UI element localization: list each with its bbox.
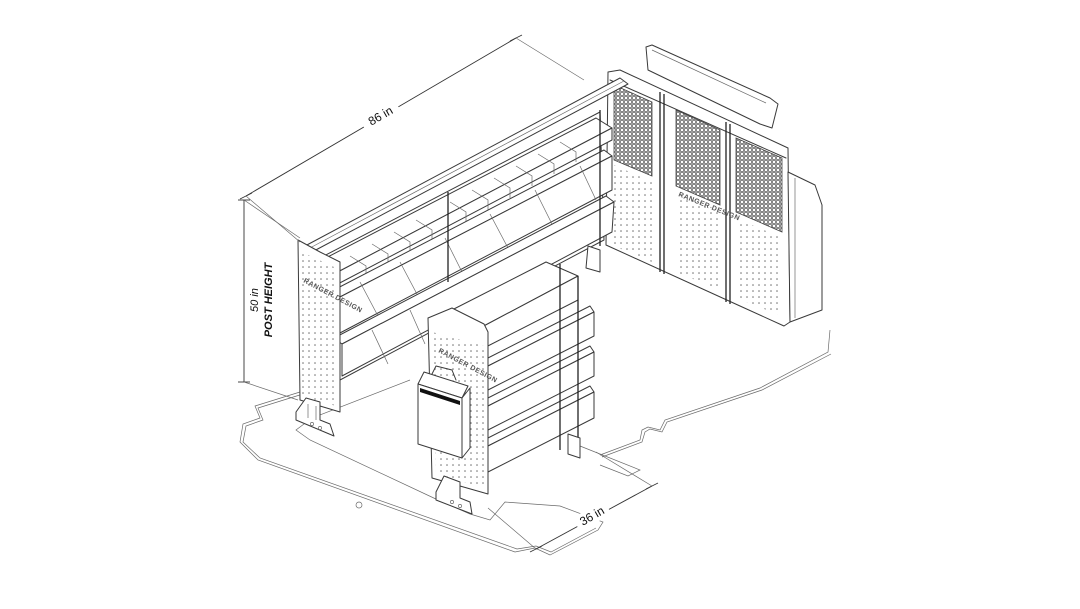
mesh-panel-right [735, 137, 783, 233]
dimension-length: 86 in [239, 34, 585, 243]
floor-outline [239, 329, 832, 556]
mesh-panel-left [613, 84, 653, 177]
mesh-panel-middle [675, 109, 721, 206]
case-holder [417, 365, 471, 459]
partition: RANGER DESIGN [605, 44, 823, 327]
post-height-caption: POST HEIGHT [263, 261, 275, 337]
height-label: 50 in [249, 288, 261, 312]
long-shelving-unit: RANGER DESIGN [295, 110, 615, 437]
dimension-height: 50 in POST HEIGHT [238, 199, 301, 401]
